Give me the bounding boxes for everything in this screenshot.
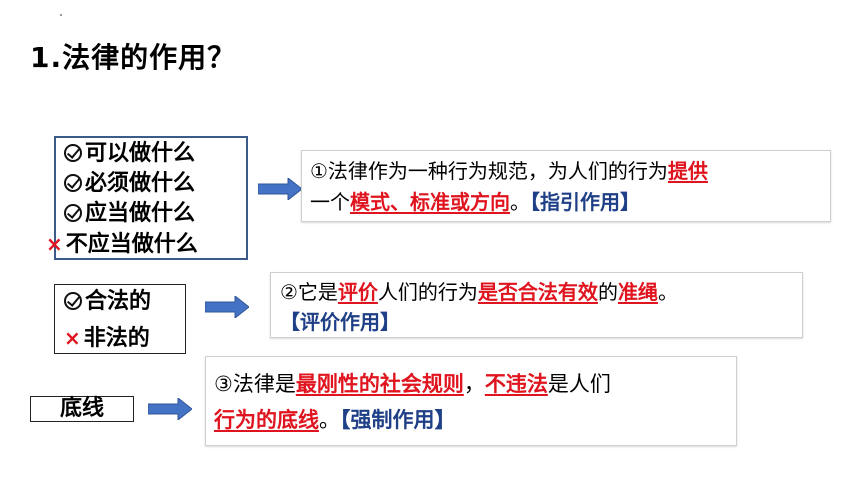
check-icon bbox=[64, 204, 82, 222]
option-legal: 合法的 bbox=[64, 288, 151, 316]
bottom-line-box bbox=[30, 396, 134, 422]
guidance-options-box bbox=[54, 136, 248, 260]
option-must-do: 必须做什么 bbox=[64, 170, 195, 198]
check-icon bbox=[64, 292, 82, 310]
option-should-not-do: ×不应当做什么 bbox=[46, 232, 198, 257]
coercion-description-line1: ③法律是最刚性的社会规则，不违法是人们 bbox=[214, 372, 611, 396]
check-icon bbox=[64, 144, 82, 162]
evaluation-description-line2: 【评价作用】 bbox=[280, 310, 400, 334]
arrow-right-icon bbox=[148, 398, 192, 420]
option-can-do: 可以做什么 bbox=[64, 140, 195, 168]
arrow-right-icon bbox=[205, 296, 249, 318]
cross-icon: × bbox=[64, 326, 81, 350]
guidance-description-line1: ①法律作为一种行为规范，为人们的行为提供 bbox=[310, 159, 708, 183]
cross-icon: × bbox=[46, 232, 63, 256]
guidance-description-line2: 一个模式、标准或方向。【指引作用】 bbox=[310, 190, 640, 214]
coercion-description-line2: 行为的底线。【强制作用】 bbox=[214, 408, 456, 432]
decorative-dot bbox=[60, 14, 62, 16]
evaluation-description-line1: ②它是评价人们的行为是否合法有效的准绳。 bbox=[280, 280, 678, 304]
option-illegal: ×非法的 bbox=[64, 326, 150, 351]
check-icon bbox=[64, 174, 82, 192]
page-title: 1.法律的作用？ bbox=[30, 41, 237, 74]
bottom-line-label: 底线 bbox=[60, 396, 105, 421]
option-should-do: 应当做什么 bbox=[64, 200, 195, 228]
evaluation-description-box bbox=[270, 272, 803, 338]
arrow-right-icon bbox=[258, 178, 302, 200]
guidance-description-box bbox=[301, 150, 831, 222]
coercion-description-box bbox=[205, 356, 737, 446]
